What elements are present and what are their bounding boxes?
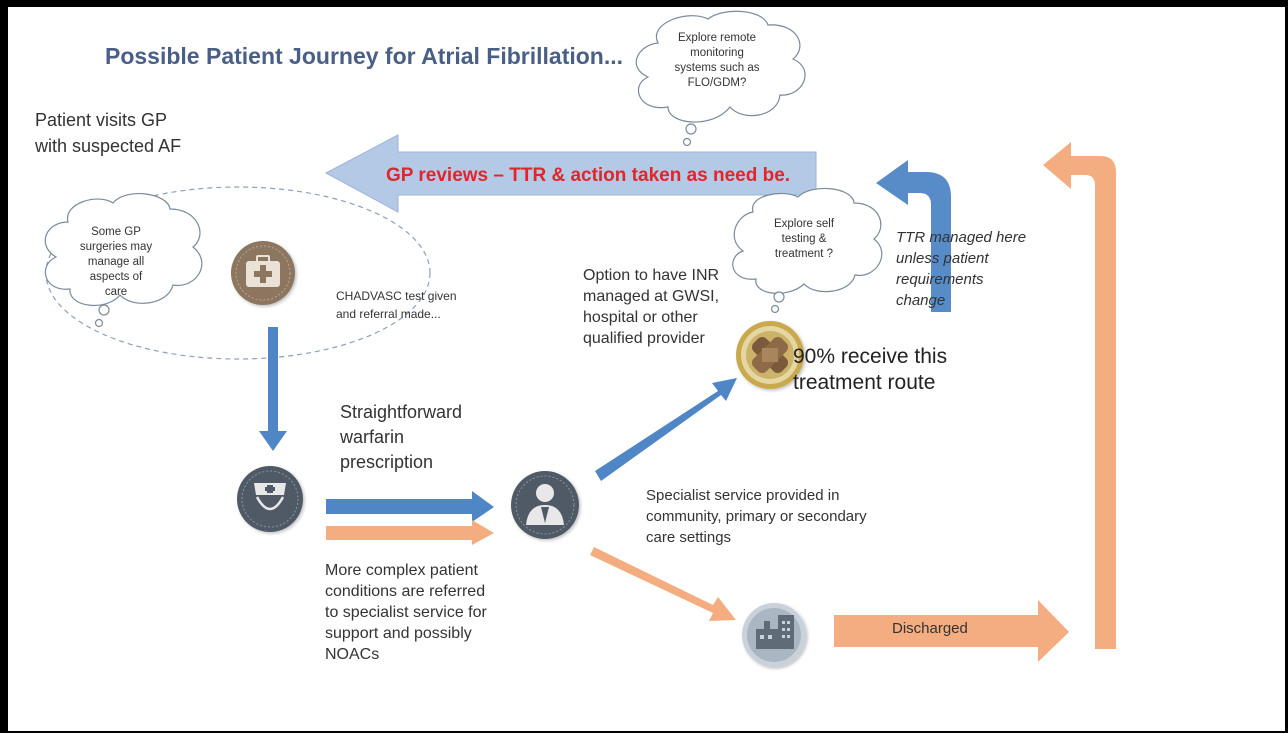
diagram-canvas (44, 10, 1116, 667)
first-aid-kit-icon (231, 241, 295, 305)
cloud-self-testing-text: Explore self testing & treatment ? (773, 218, 835, 260)
down-arrow (259, 327, 287, 451)
gp-visit-label: Patient visits GP with suspected AF (35, 110, 182, 156)
nurse-icon (237, 466, 303, 532)
hospital-icon (742, 603, 806, 667)
discharged-arrow (834, 600, 1069, 662)
specialist-service-label: Specialist service provided in community… (646, 487, 867, 546)
inr-route-arrow (595, 378, 737, 481)
cloud-gp-surgeries-text: Some GP surgeries may manage all aspects… (79, 226, 153, 298)
diagram-title: Possible Patient Journey for Atrial Fibr… (105, 43, 624, 69)
cloud-self-testing (732, 187, 883, 314)
inr-option-label: Option to have INR managed at GWSI, hosp… (583, 267, 720, 347)
complex-conditions-label: More complex patient conditions are refe… (325, 562, 487, 663)
gp-reviews-arrow (324, 134, 817, 213)
ninety-percent-label: 90% receive this treatment route (793, 345, 948, 394)
discharged-label: Discharged (892, 620, 968, 637)
bandage-icon (736, 321, 804, 389)
doctor-icon (511, 471, 579, 539)
chadvasc-label: CHADVASC test given and referral made... (336, 289, 457, 321)
gp-reviews-label: GP reviews – TTR & action taken as need … (386, 165, 791, 186)
specialist-route-arrow (590, 547, 736, 621)
cloud-remote-monitoring (635, 10, 806, 147)
warfarin-arrow (326, 491, 494, 522)
ttr-managed-label: TTR managed here unless patient requirem… (896, 229, 1027, 309)
straightforward-label: Straightforward warfarin prescription (340, 402, 463, 472)
cloud-gp-surgeries (44, 193, 203, 328)
complex-arrow (326, 520, 494, 545)
return-arrow (1043, 142, 1116, 649)
ttr-loop-arrow (876, 160, 951, 312)
cloud-remote-monitoring-text: Explore remote monitoring systems such a… (674, 32, 760, 89)
